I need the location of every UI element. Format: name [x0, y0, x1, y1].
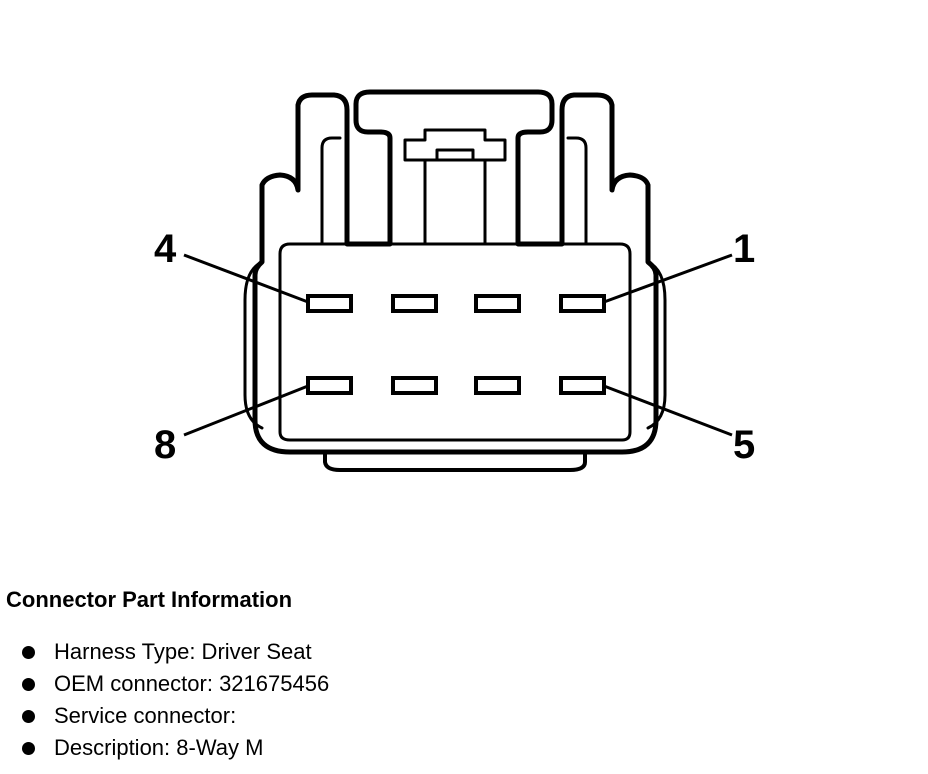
- pin-cavity: [306, 294, 353, 313]
- info-list: Harness Type: Driver Seat OEM connector:…: [6, 636, 906, 764]
- bullet-icon: [22, 678, 35, 691]
- pin-4-leader: [183, 253, 309, 304]
- info-item-label: Harness Type: Driver Seat: [54, 639, 312, 664]
- pin-cavity: [474, 294, 521, 313]
- info-item-label: Description: 8-Way M: [54, 735, 264, 760]
- pin-cavities: [306, 294, 606, 395]
- center-lock-button: [435, 148, 475, 162]
- pin-1-leader: [603, 253, 733, 304]
- info-item-service-connector: Service connector:: [6, 700, 906, 732]
- center-lock-tab: [403, 128, 507, 162]
- left-latch-inner: [320, 136, 342, 246]
- pin-cavity: [391, 294, 438, 313]
- center-lock-stem: [423, 158, 487, 246]
- info-item-oem-connector: OEM connector: 321675456: [6, 668, 906, 700]
- right-latch-inner: [566, 136, 588, 246]
- bullet-icon: [22, 646, 35, 659]
- pin-cavity: [391, 376, 438, 395]
- pin-label-5: 5: [733, 423, 755, 467]
- info-item-harness-type: Harness Type: Driver Seat: [6, 636, 906, 668]
- pin-cavity: [474, 376, 521, 395]
- bottom-key: [323, 450, 587, 472]
- pin-cavity: [559, 294, 606, 313]
- info-heading: Connector Part Information: [6, 587, 293, 612]
- pin-label-4: 4: [154, 227, 177, 271]
- bullet-icon: [22, 710, 35, 723]
- pin-8-leader: [183, 384, 309, 437]
- connector-body-outline: [252, 89, 659, 455]
- pin-label-8: 8: [154, 423, 176, 467]
- pin-5-leader: [603, 384, 733, 437]
- info-item-label: Service connector:: [54, 703, 237, 728]
- connector-part-information: Connector Part Information Harness Type:…: [6, 586, 906, 764]
- pin-cavity: [306, 376, 353, 395]
- right-side-wall: [646, 260, 667, 430]
- info-item-description: Description: 8-Way M: [6, 732, 906, 764]
- inner-face-outline: [278, 242, 632, 442]
- bullet-icon: [22, 742, 35, 755]
- left-side-wall: [243, 260, 264, 430]
- info-item-label: OEM connector: 321675456: [54, 671, 330, 696]
- connector-diagram: 4 1 8 5: [154, 89, 755, 472]
- pin-label-1: 1: [733, 227, 755, 271]
- pin-cavity: [559, 376, 606, 395]
